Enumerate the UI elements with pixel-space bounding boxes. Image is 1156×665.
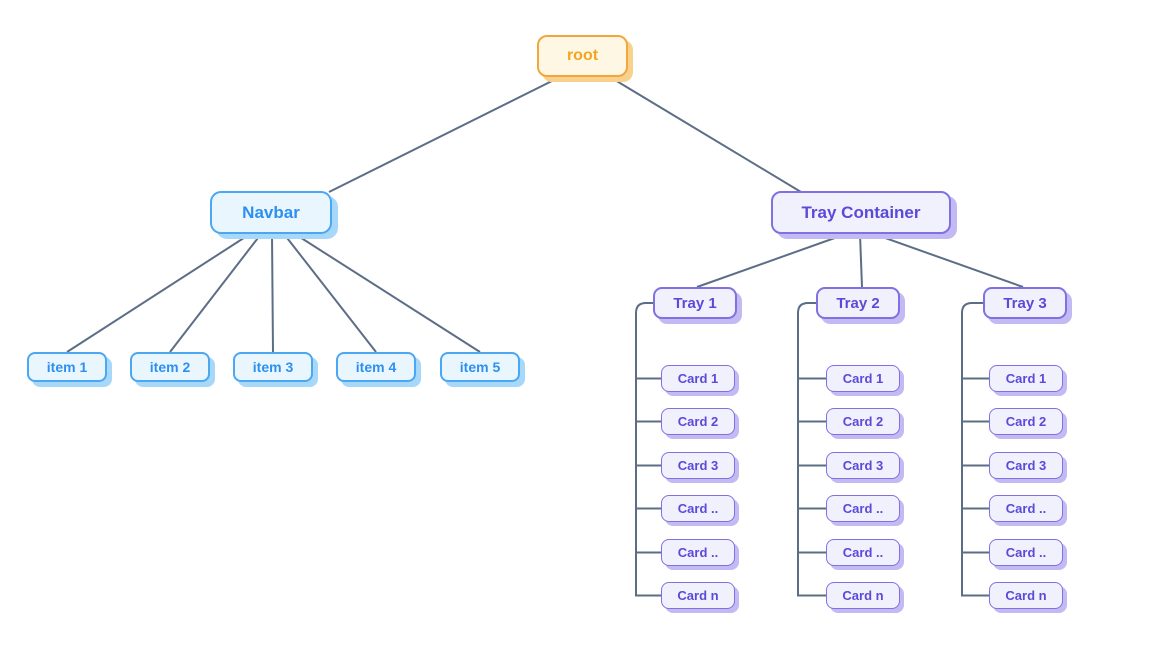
node-tray2-card-2: Card 2 (826, 408, 900, 435)
node-tray-container: Tray Container (771, 191, 951, 234)
node-tray1-card-5: Card .. (661, 539, 735, 566)
edge-navbar-item-5 (294, 233, 481, 353)
node-tray1-card-3: Card 3 (661, 452, 735, 479)
node-item-3: item 3 (233, 352, 313, 382)
edge-navbar-item-3 (271, 233, 274, 353)
node-tray2-card-3: Card 3 (826, 452, 900, 479)
node-tray1-card-6: Card n (661, 582, 735, 609)
node-item-2: item 2 (130, 352, 210, 382)
node-tray3-card-5: Card .. (989, 539, 1063, 566)
node-tray2-card-4: Card .. (826, 495, 900, 522)
node-tray3-card-4: Card .. (989, 495, 1063, 522)
edge-root-tray-container (609, 76, 802, 193)
edge-root-navbar (328, 76, 561, 193)
edge-tray1-trunk (635, 302, 661, 597)
node-tray-1: Tray 1 (653, 287, 737, 319)
node-tray2-card-5: Card .. (826, 539, 900, 566)
node-tray-2: Tray 2 (816, 287, 900, 319)
edge-container-tray-3 (873, 233, 1024, 288)
node-item-4: item 4 (336, 352, 416, 382)
edge-tray3-trunk (961, 302, 989, 597)
node-tray2-card-6: Card n (826, 582, 900, 609)
node-tray-3: Tray 3 (983, 287, 1067, 319)
edge-navbar-item-2 (169, 233, 262, 353)
node-tray3-card-2: Card 2 (989, 408, 1063, 435)
edge-container-tray-2 (859, 233, 863, 288)
node-tray1-card-1: Card 1 (661, 365, 735, 392)
edge-navbar-item-1 (66, 233, 251, 353)
node-tray1-card-2: Card 2 (661, 408, 735, 435)
node-tray2-card-1: Card 1 (826, 365, 900, 392)
node-navbar: Navbar (210, 191, 332, 234)
node-item-5: item 5 (440, 352, 520, 382)
node-tray3-card-6: Card n (989, 582, 1063, 609)
node-tray1-card-4: Card .. (661, 495, 735, 522)
node-item-1: item 1 (27, 352, 107, 382)
node-root: root (537, 35, 628, 77)
edge-tray2-trunk (797, 302, 826, 597)
node-tray3-card-1: Card 1 (989, 365, 1063, 392)
edge-container-tray-1 (696, 233, 847, 288)
node-tray3-card-3: Card 3 (989, 452, 1063, 479)
edge-navbar-item-4 (283, 233, 377, 353)
